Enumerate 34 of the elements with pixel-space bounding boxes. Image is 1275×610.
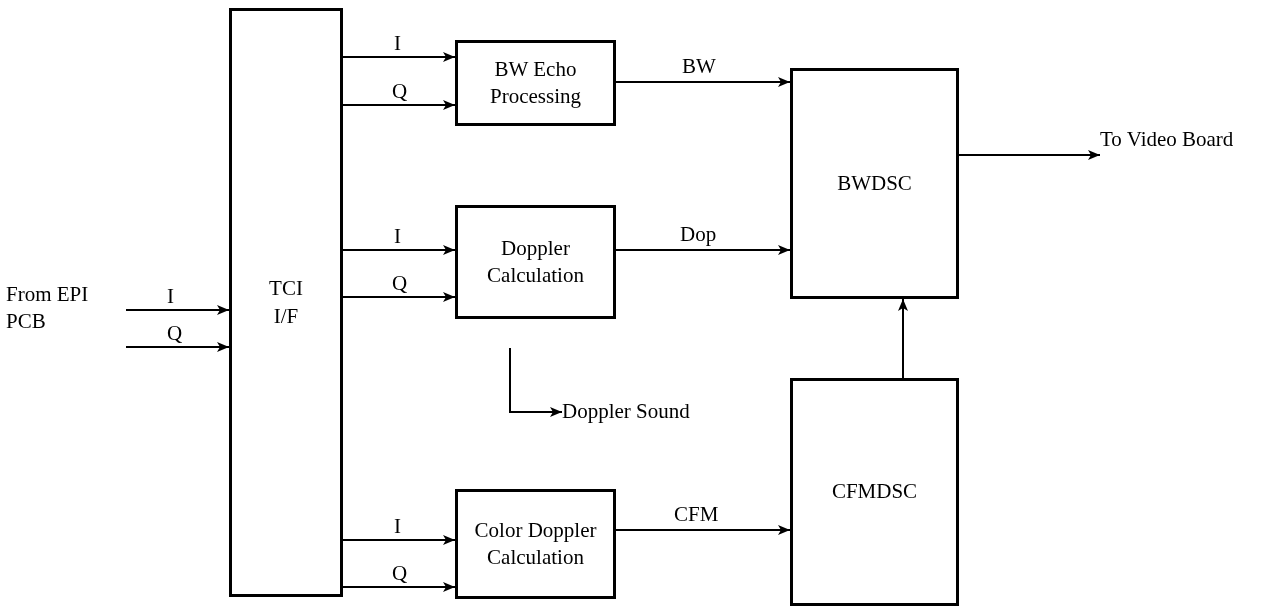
box-label: Color Doppler Calculation <box>473 516 598 571</box>
arrow <box>125 305 230 315</box>
box-label: BWDSC <box>837 169 912 197</box>
arrow <box>125 342 230 352</box>
box-label: BW Echo Processing <box>489 55 582 110</box>
node-label: Doppler Sound <box>562 398 690 426</box>
arrow <box>509 347 563 417</box>
edge-label: Q <box>390 81 410 102</box>
arrow <box>342 52 456 62</box>
process-box <box>790 68 959 299</box>
edge-label: Dop <box>678 224 719 245</box>
process-box <box>455 489 616 599</box>
box-label: TCI I/F <box>268 275 304 330</box>
arrow <box>958 150 1101 160</box>
arrow <box>342 582 456 592</box>
arrow <box>342 100 456 110</box>
node-label: From EPI PCB <box>6 280 90 335</box>
edge-label: Q <box>390 273 410 294</box>
arrow <box>615 525 791 535</box>
arrow <box>898 298 908 379</box>
arrow <box>615 245 791 255</box>
arrow <box>342 292 456 302</box>
process-box <box>790 378 959 606</box>
arrow <box>342 245 456 255</box>
arrow <box>342 535 456 545</box>
edge-label: Q <box>390 563 410 584</box>
box-label: CFMDSC <box>831 478 918 506</box>
process-box <box>455 40 616 126</box>
edge-label: Q <box>165 323 185 344</box>
process-box <box>229 8 343 597</box>
box-label: Doppler Calculation <box>486 234 585 289</box>
arrow <box>615 77 791 87</box>
node-label: To Video Board <box>1100 126 1234 154</box>
process-box <box>455 205 616 319</box>
